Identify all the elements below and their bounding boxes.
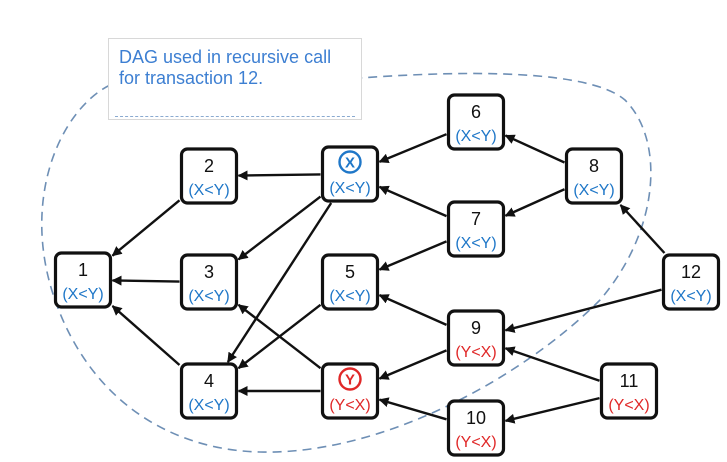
node-condition: (X<Y) [329, 180, 370, 197]
node-box [564, 147, 624, 205]
node-11: 11 (Y<X) [599, 362, 659, 420]
node-box [446, 399, 506, 457]
node-box [446, 200, 506, 258]
edge-12-to-8 [619, 204, 666, 254]
edge-6-to-X [378, 133, 447, 164]
edge-9-to-5 [378, 294, 447, 326]
node-condition: (X<Y) [62, 286, 103, 303]
node-9: 9 (Y<X) [446, 309, 506, 367]
node-label: 1 [78, 260, 88, 280]
node-X: X (X<Y) [320, 145, 380, 203]
node-box [661, 253, 721, 311]
edges-layer [111, 133, 666, 424]
node-label: 5 [345, 262, 355, 282]
node-7: 7 (X<Y) [446, 200, 506, 258]
edge-8-to-6 [504, 134, 565, 164]
edge-9-to-Y [378, 349, 447, 380]
callout-text: DAG used in recursive call for transacti… [119, 47, 332, 88]
node-label: 2 [204, 156, 214, 176]
node-condition: (Y<X) [329, 397, 370, 414]
node-condition: (X<Y) [329, 288, 370, 305]
node-4: 4 (X<Y) [179, 362, 239, 420]
node-condition: (X<Y) [188, 182, 229, 199]
node-3: 3 (X<Y) [179, 253, 239, 311]
node-label: 4 [204, 371, 214, 391]
node-circle [338, 367, 362, 391]
node-box [320, 362, 380, 420]
node-condition: (X<Y) [573, 182, 614, 199]
node-5: 5 (X<Y) [320, 253, 380, 311]
node-12: 12 (X<Y) [661, 253, 721, 311]
edge-X-to-3 [237, 195, 322, 261]
edge-11-to-10 [504, 396, 600, 424]
node-label: 12 [681, 262, 701, 282]
node-condition: (Y<X) [608, 397, 649, 414]
node-label: 6 [471, 102, 481, 122]
node-label: 9 [471, 318, 481, 338]
callout-box: DAG used in recursive call for transacti… [108, 38, 362, 120]
node-box [320, 253, 380, 311]
node-condition: (Y<X) [455, 434, 496, 451]
node-label: 10 [466, 408, 486, 428]
node-8: 8 (X<Y) [564, 147, 624, 205]
node-box [179, 362, 239, 420]
node-circle [338, 150, 362, 174]
node-condition: (X<Y) [455, 235, 496, 252]
callout-underline [115, 116, 355, 117]
node-label: Y [345, 372, 355, 389]
node-box [320, 145, 380, 203]
recursive-dag-boundary [41, 72, 652, 453]
node-6: 6 (X<Y) [446, 93, 506, 151]
node-box [446, 309, 506, 367]
node-2: 2 (X<Y) [179, 147, 239, 205]
node-label: 7 [471, 209, 481, 229]
node-box [446, 93, 506, 151]
node-condition: (Y<X) [455, 344, 496, 361]
node-10: 10 (Y<X) [446, 399, 506, 457]
edge-3-to-1 [111, 275, 180, 286]
node-condition: (X<Y) [670, 288, 711, 305]
node-label: 8 [589, 156, 599, 176]
node-label: X [345, 155, 355, 172]
node-1: 1 (X<Y) [53, 251, 113, 309]
edge-4-to-1 [111, 305, 181, 366]
node-condition: (X<Y) [455, 128, 496, 145]
edge-X-to-4 [226, 202, 333, 363]
edge-11-to-9 [504, 346, 600, 382]
edge-X-to-2 [237, 170, 321, 181]
node-Y: Y (Y<X) [320, 362, 380, 420]
nodes-layer: 1 (X<Y) 2 (X<Y) 3 (X<Y) 4 (X<Y) X (X<Y) 5 (X<Y) Y (Y<… [53, 93, 721, 457]
node-box [599, 362, 659, 420]
node-box [53, 251, 113, 309]
node-condition: (X<Y) [188, 288, 229, 305]
node-box [179, 253, 239, 311]
node-label: 11 [620, 371, 639, 391]
edge-12-to-9 [504, 288, 662, 333]
node-label: 3 [204, 262, 214, 282]
node-box [179, 147, 239, 205]
edge-7-to-5 [378, 240, 447, 271]
edge-Y-to-3 [237, 303, 322, 370]
edge-2-to-1 [111, 199, 181, 257]
edge-7-to-X [378, 185, 447, 218]
node-condition: (X<Y) [188, 397, 229, 414]
edge-10-to-Y [378, 397, 447, 421]
edge-8-to-7 [504, 188, 565, 217]
